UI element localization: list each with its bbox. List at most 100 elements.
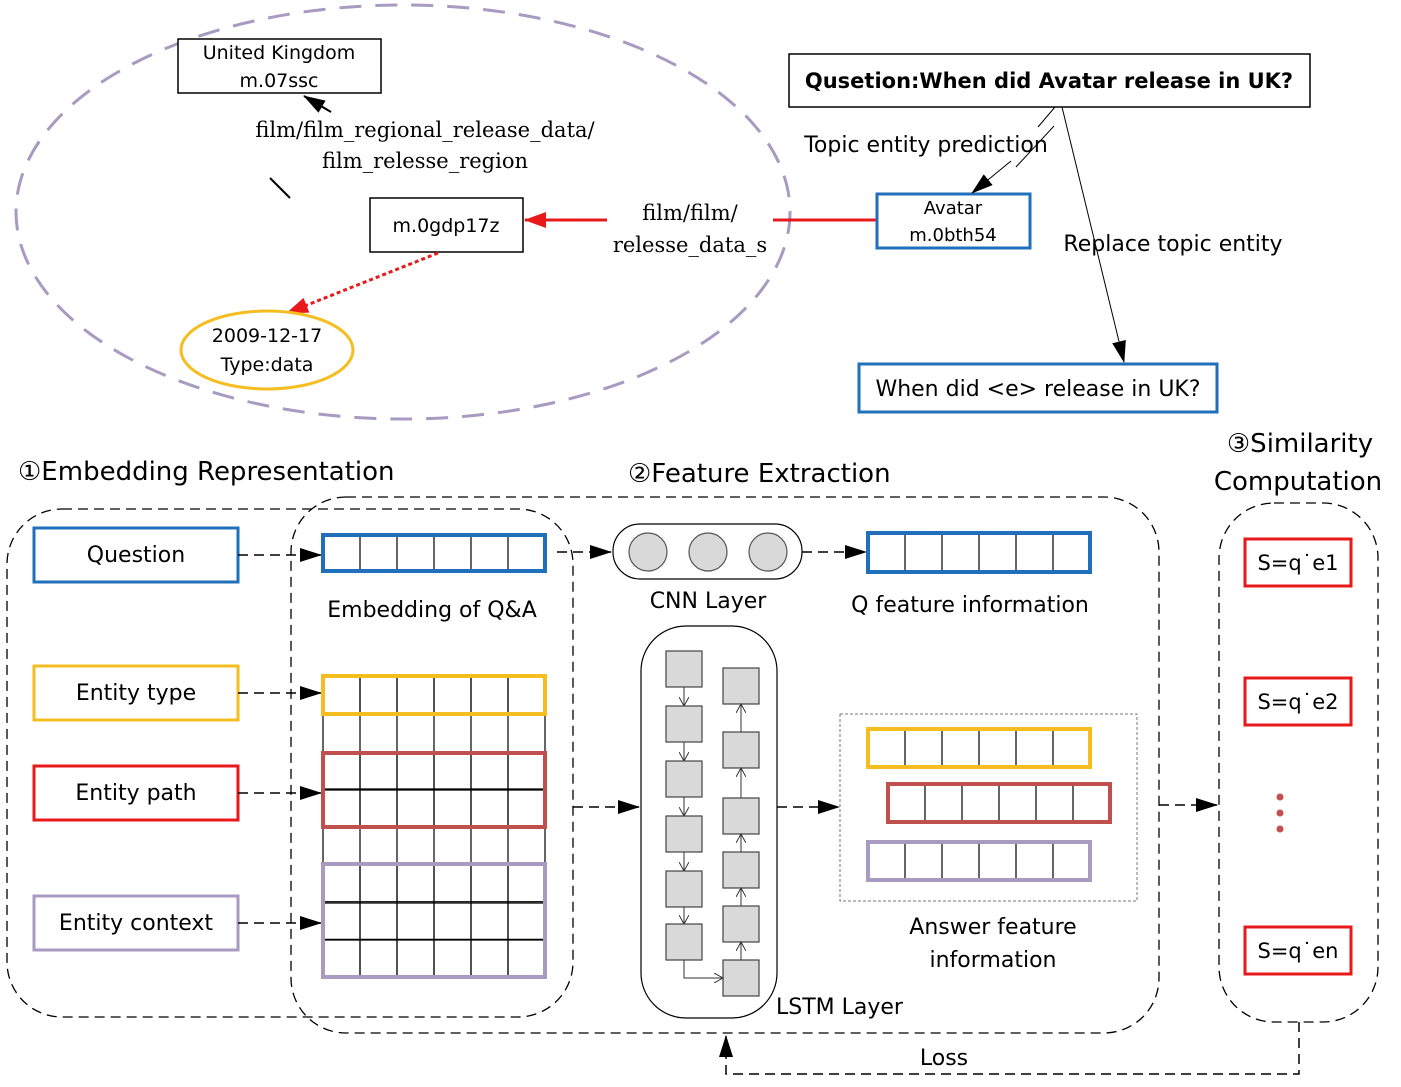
input-label: Question — [87, 543, 185, 568]
replaced-question-box[interactable]: When did <e> release in UK? — [857, 362, 1219, 414]
region-relation-label-line1: film/film_regional_release_data/ — [255, 118, 595, 142]
answer-feature-vectors — [866, 727, 1112, 882]
entity-context-embedding-border — [321, 862, 547, 979]
question-box[interactable]: Qusetion:When did Avatar release in UK? — [788, 53, 1311, 108]
similarity-formula: S=q˙e2 — [1257, 690, 1338, 714]
entity-path-feature-border — [886, 782, 1112, 824]
similarity-formula: S=q˙en — [1258, 939, 1339, 963]
feature-section-title: ②Feature Extraction — [628, 459, 891, 489]
lstm-backward-cell — [722, 797, 760, 835]
similarity-scores: S=q˙e1S=q˙e2S=q˙en — [1243, 537, 1353, 976]
similarity-section-title-line2: Computation — [1214, 467, 1382, 497]
lstm-forward-cell — [665, 705, 703, 743]
region-edge — [303, 95, 332, 113]
lstm-backward-cell — [722, 905, 760, 943]
cnn-unit — [748, 532, 788, 572]
cnn-unit — [628, 532, 668, 572]
answer-feature-label-line2: information — [930, 948, 1057, 973]
input-label: Entity context — [59, 911, 214, 936]
q-feature-vector-bar-border — [866, 531, 1092, 574]
q-feature-vector — [866, 531, 1092, 574]
similarity-container — [1218, 502, 1379, 1023]
date-edge — [286, 251, 439, 315]
entity-context-feature-border — [866, 840, 1092, 882]
input-entity-path[interactable]: Entity path — [32, 764, 322, 822]
topic-prediction-connector-top — [1037, 106, 1056, 128]
q-feature-vector-bar — [866, 531, 1092, 574]
release-node-id: m.0gdp17z — [393, 215, 500, 237]
similarity-ellipsis — [1276, 793, 1284, 833]
lstm-backward-cell — [722, 667, 760, 705]
cnn-layer[interactable] — [612, 523, 803, 580]
lstm-forward-cell — [665, 870, 703, 908]
release-relation-label-line1: film/film/ — [642, 201, 738, 225]
embedding-matrix — [321, 533, 547, 979]
lstm-layer[interactable] — [640, 625, 778, 1019]
cnn-unit — [688, 532, 728, 572]
region-edge-stub — [269, 177, 291, 199]
q-feature-label: Q feature information — [851, 593, 1089, 618]
entity-path-embedding — [321, 751, 547, 829]
question-embedding — [321, 533, 547, 573]
replace-arrow — [1061, 106, 1126, 363]
release-relation-label-line2: relesse_data_s — [613, 233, 767, 257]
date-value: 2009-12-17 — [212, 325, 322, 347]
cnn-layer-label: CNN Layer — [650, 589, 768, 614]
entity-type-feature — [866, 727, 1092, 769]
date-value-node[interactable]: 2009-12-17 Type:data — [179, 309, 355, 391]
similarity-section-title-line1: ③Similarity — [1227, 429, 1373, 459]
replace-topic-label: Replace topic entity — [1063, 232, 1282, 257]
answer-feature-label-line1: Answer feature — [909, 915, 1076, 940]
entity-context-embedding — [321, 862, 547, 979]
avatar-entity-id: m.0bth54 — [909, 225, 997, 246]
entity-path-embedding-border — [321, 751, 547, 829]
topic-prediction-connector — [1015, 125, 1055, 168]
uk-entity-id: m.07ssc — [240, 70, 319, 92]
entity-type-embedding-border — [321, 674, 547, 716]
entity-path-feature — [886, 782, 1112, 824]
lstm-forward-cell — [665, 923, 703, 961]
input-label: Entity type — [76, 681, 196, 706]
loss-label: Loss — [920, 1046, 968, 1071]
feature-container — [290, 496, 1160, 1034]
similarity-score-2[interactable]: S=q˙e2 — [1243, 676, 1353, 727]
region-relation-label-line2: film_relesse_region — [322, 149, 528, 173]
lstm-layer-label: LSTM Layer — [776, 995, 904, 1020]
embedding-section-title: ①Embedding Representation — [18, 457, 395, 487]
entity-type-feature-border — [866, 727, 1092, 769]
topic-prediction-label: Topic entity prediction — [803, 133, 1048, 158]
avatar-entity-name: Avatar — [924, 198, 983, 219]
uk-entity-name: United Kingdom — [203, 42, 356, 64]
lstm-forward-cell — [665, 815, 703, 853]
date-type: Type:data — [220, 354, 314, 376]
input-entity-context[interactable]: Entity context — [32, 894, 322, 952]
input-label: Entity path — [75, 781, 196, 806]
entity-context-feature — [866, 840, 1092, 882]
topic-prediction-arrow — [971, 160, 1012, 194]
release-node[interactable]: m.0gdp17z — [369, 197, 524, 253]
lstm-backward-cell — [722, 851, 760, 889]
uk-entity-node[interactable]: United Kingdom m.07ssc — [177, 38, 382, 94]
input-entity-type[interactable]: Entity type — [32, 664, 322, 722]
question-text: Qusetion:When did Avatar release in UK? — [805, 69, 1293, 93]
lstm-backward-cell — [722, 731, 760, 769]
avatar-entity-node[interactable]: Avatar m.0bth54 — [875, 192, 1032, 250]
lstm-turn-link — [683, 960, 723, 978]
lstm-forward-cell — [665, 650, 703, 688]
subgraph-ellipse — [14, 3, 792, 421]
similarity-formula: S=q˙e1 — [1257, 551, 1338, 575]
loss-feedback-arrow — [719, 1022, 1300, 1075]
lstm-forward-cell — [665, 760, 703, 798]
similarity-score-1[interactable]: S=q˙e1 — [1243, 537, 1353, 588]
embedding-label: Embedding of Q&A — [327, 598, 537, 623]
question-embedding-border — [321, 533, 547, 573]
answer-feature-container — [839, 713, 1138, 902]
replaced-question-text: When did <e> release in UK? — [875, 377, 1200, 402]
similarity-score-3[interactable]: S=q˙en — [1243, 925, 1353, 976]
lstm-backward-cell — [722, 959, 760, 997]
entity-type-embedding — [321, 674, 547, 716]
input-question[interactable]: Question — [32, 526, 322, 584]
embedding-container — [6, 508, 574, 1018]
